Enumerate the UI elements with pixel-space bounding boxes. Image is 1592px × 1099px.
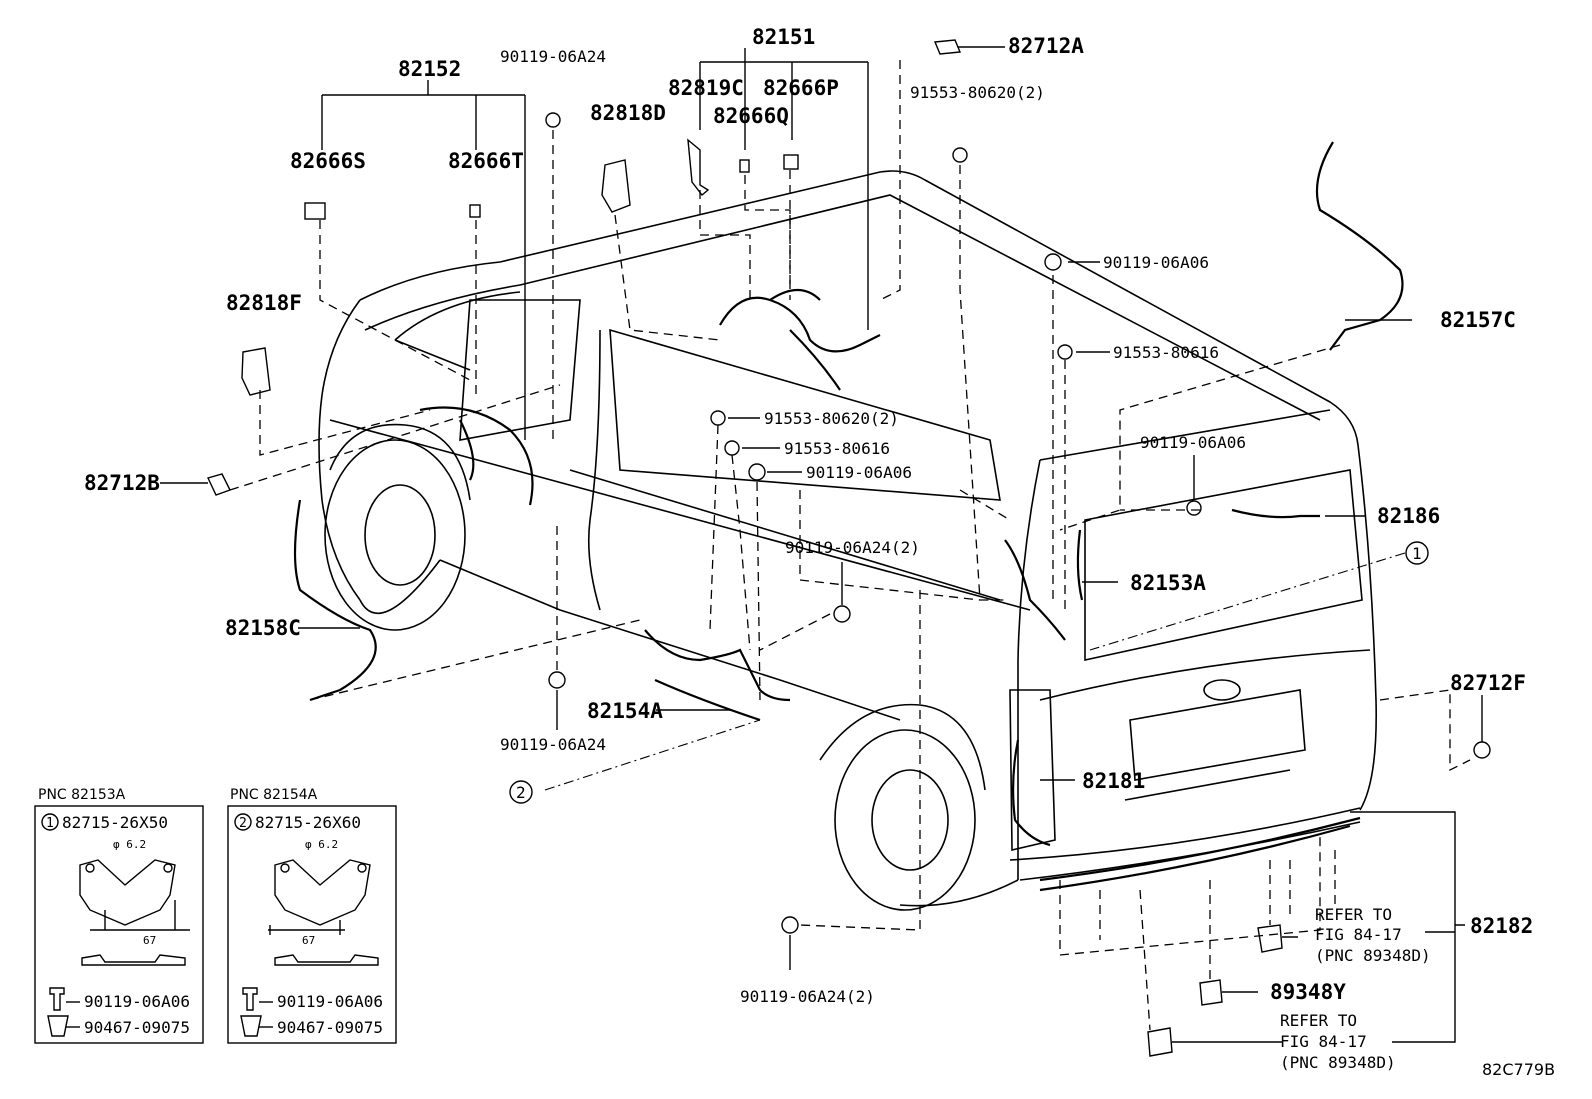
connector-89348D-bottom-icon [1147,1027,1173,1057]
label-91553-80616-a: 91553-80616 [1113,343,1219,362]
inset-right-part: 82715-26X60 [255,813,361,832]
clamp-82818D-icon [601,159,631,213]
inset-left-dia: φ 6.2 [113,838,146,851]
label-82818D: 82818D [590,101,666,125]
label-89348Y: 89348Y [1270,980,1346,1004]
ref-bottom-line1: REFER TO [1280,1011,1357,1030]
inset-right-box [227,805,397,1044]
ref-top-line2: FIG 84-17 [1315,925,1402,944]
ref-bottom-line3: (PNC 89348D) [1280,1053,1396,1072]
inset-right-circle: 2 [239,816,247,831]
label-82152: 82152 [398,57,461,81]
label-91553-80620-2-top: 91553-80620(2) [910,83,1045,102]
harness-wires [293,141,1404,892]
bolt-90119-06A06-inset-right-icon [242,987,258,1011]
inset-left: PNC 82153A 1 82715-26X50 φ 6.2 67 90119-… [34,787,204,1044]
label-90119-06A24-low: 90119-06A24 [500,735,606,754]
bolt-91553-80616-a-icon [1057,344,1073,360]
inset-right-bolt: 90119-06A06 [277,992,383,1011]
bolt-90119-06A06-b-icon [748,463,766,481]
bolt-90119-06A06-inset-left-icon [49,987,65,1011]
callout-circle-1 [1405,541,1429,565]
inset-left-part: 82715-26X50 [62,813,168,832]
callout-circle-2 [509,780,533,804]
bracket-82712A-icon [933,39,962,55]
inset-right-pnc: PNC 82154A [230,787,318,803]
ref-top-line3: (PNC 89348D) [1315,946,1431,965]
callout-2-text: 2 [516,783,526,802]
label-90119-06A24-2-low: 90119-06A24(2) [740,987,875,1006]
bolt-91553-80620-mid-icon [710,410,726,426]
label-91553-80620-2-mid: 91553-80620(2) [764,409,899,428]
inset-left-pnc: PNC 82153A [38,787,126,803]
figure-code: 82C779B [1482,1060,1555,1079]
bolt-90119-06A24-top-icon [545,112,561,128]
clip-82666S-icon [304,202,326,220]
clip-82666T-icon [469,204,481,218]
bolt-90119-06A24-low-icon [548,671,566,689]
label-82819C: 82819C [668,76,744,100]
connector-89348D-top-icon [1257,924,1283,953]
bracket-82715-26X60-icon [274,859,371,926]
label-82712B: 82712B [84,471,160,495]
bracket-82819C-icon [687,138,710,197]
label-82151: 82151 [752,25,815,49]
label-82154A: 82154A [587,699,663,723]
clip-90467-09075-inset-right-icon [240,1015,262,1037]
label-90119-06A24-top: 90119-06A24 [500,47,606,66]
inset-right-dim: 67 [302,934,315,947]
clip-82712F-icon [1473,741,1491,759]
label-90119-06A06-c: 90119-06A06 [1140,433,1246,452]
dashed-leaders [229,60,1471,1031]
clip-89348Y-icon [1199,979,1223,1006]
label-82818F: 82818F [226,291,302,315]
label-82158C: 82158C [225,616,301,640]
label-90119-06A06-b: 90119-06A06 [806,463,912,482]
part-icons [207,39,1491,1057]
bolt-91553-80616-b-icon [724,440,740,456]
label-82666Q: 82666Q [713,104,789,128]
label-82181: 82181 [1082,769,1145,793]
bracket-82712B-icon [207,473,231,496]
inset-left-clip: 90467-09075 [84,1018,190,1037]
label-82666T: 82666T [448,149,524,173]
clamp-82818F-icon [241,347,271,396]
clip-82666P-icon [783,154,799,170]
inset-left-bolt: 90119-06A06 [84,992,190,1011]
label-90119-06A06-a: 90119-06A06 [1103,253,1209,272]
inset-left-circle: 1 [46,816,54,831]
bolt-90119-06A06-c-icon [1186,500,1202,516]
inset-right-clip: 90467-09075 [277,1018,383,1037]
bolt-90119-06A24-mid-icon [833,605,851,623]
inset-right: PNC 82154A 2 82715-26X60 φ 6.2 67 90119-… [227,787,397,1044]
inset-right-dia: φ 6.2 [305,838,338,851]
label-82186: 82186 [1377,504,1440,528]
label-82666P: 82666P [763,76,839,100]
inset-left-dim: 67 [143,934,156,947]
label-82157C: 82157C [1440,308,1516,332]
ref-top-line1: REFER TO [1315,905,1392,924]
label-91553-80616-b: 91553-80616 [784,439,890,458]
label-82712F: 82712F [1450,671,1526,695]
clip-82666Q-icon [739,159,750,173]
bracket-82715-26X50-icon [79,859,176,926]
clip-90467-09075-inset-left-icon [47,1015,69,1037]
bolt-90119-06A06-a-icon [1044,253,1062,271]
callout-1-text: 1 [1412,544,1422,563]
label-82712A: 82712A [1008,34,1084,58]
part-labels: 82151 82152 90119-06A24 82818D 82819C 82… [84,25,1555,1079]
ref-bottom-line2: FIG 84-17 [1280,1032,1367,1051]
label-82666S: 82666S [290,149,366,173]
label-82182: 82182 [1470,914,1533,938]
label-82153A: 82153A [1130,571,1206,595]
label-90119-06A24-2-mid: 90119-06A24(2) [785,538,920,557]
bolt-91553-80620-top-icon [952,147,968,163]
van-body [318,170,1377,911]
callout-lines [160,46,1483,1043]
bolt-90119-06A24-bottom-icon [781,916,799,934]
